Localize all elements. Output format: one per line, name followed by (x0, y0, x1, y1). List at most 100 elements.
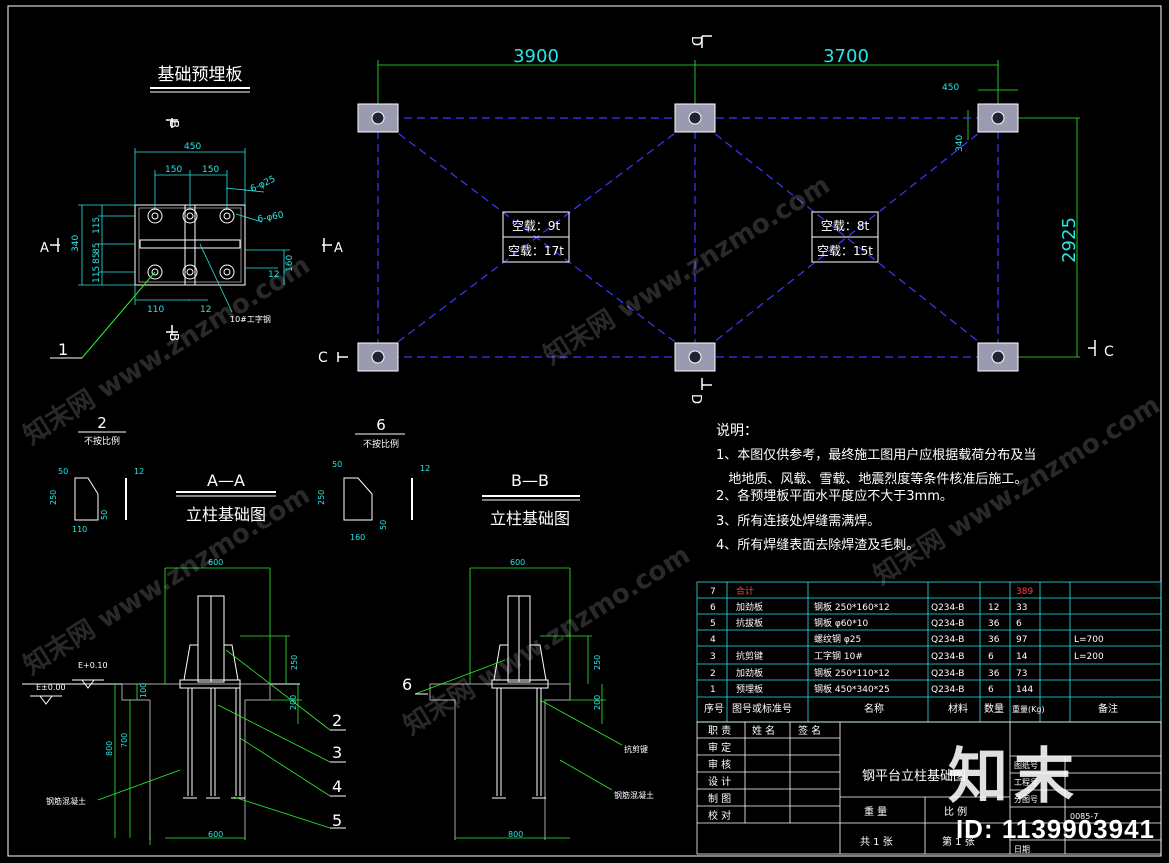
bom-cell-name: 预埋板 (736, 683, 763, 695)
part2-dim-50: 50 (58, 467, 68, 476)
section-aa-subtitle: 立柱基础图 (186, 505, 266, 524)
section-mark-b-bottom: B (167, 333, 181, 341)
aa-dim-top600: 600 (208, 558, 223, 567)
tb-role-review: 审 核 (708, 758, 731, 771)
bom-header-weight: 重量(Kg) (1012, 704, 1045, 714)
plate-top-right (977, 103, 1019, 133)
bom-cell-no: 5 (710, 619, 716, 629)
aa-dim-200: 200 (289, 695, 298, 710)
section-aa-title: A—A (207, 471, 245, 490)
bom-cell-name: 加劲板 (736, 667, 763, 679)
bb-dim-top600: 600 (510, 558, 525, 567)
notes-title: 说明： (716, 423, 758, 439)
plan-dim-right: 3700 (823, 46, 869, 67)
plan-dim-height: 2925 (1059, 217, 1080, 263)
notes-line-5: 4、所有焊缝表面去除焊渣及毛刺。 (716, 537, 919, 553)
plate-outline (134, 204, 246, 286)
plan-plates (357, 103, 1019, 372)
bom-cell-material: Q234-B (931, 619, 964, 629)
bom-cell-qty: 36 (988, 619, 1000, 629)
section-mark-a-right: A (334, 241, 343, 256)
bom-header-material: 材料 (948, 702, 968, 715)
section-mark-a-left: A (40, 241, 49, 256)
plate-top-mid (674, 103, 716, 133)
section-mark-c-right: C (1104, 344, 1114, 360)
bom-cell-material: Q234-B (931, 669, 964, 679)
section-bb-title: B—B (511, 471, 549, 490)
part2-dim-110: 110 (72, 525, 87, 534)
plan-dim-340: 340 (955, 135, 965, 152)
load-left-1: 空载：9t (512, 219, 561, 233)
bom-cell-spec: 工字钢 10# (814, 650, 863, 662)
bb-dim-bot800: 800 (508, 830, 523, 839)
bom-cell-no: 4 (710, 635, 716, 645)
tb-role-check: 校 对 (708, 809, 731, 822)
tb-sheets-total: 共 1 张 (860, 836, 893, 848)
bom-cell-qty: 36 (988, 635, 1000, 645)
tb-name-header: 姓 名 (752, 724, 775, 737)
bom-header-ref: 图号或标准号 (732, 703, 792, 715)
bom-cell-qty: 12 (988, 603, 999, 613)
tb-cell-drawing-no: 图纸号 (1014, 760, 1038, 770)
leader-3: 3 (332, 743, 342, 762)
bom-header-name: 名称 (864, 702, 884, 715)
part6-dim-160: 160 (350, 533, 365, 542)
aa-dim-100: 100 (139, 683, 148, 698)
dim-115b: 115 (92, 266, 102, 283)
aa-dim-700: 700 (120, 733, 129, 748)
bom-cell-weight: 6 (1016, 619, 1022, 629)
bom-cell-material: Q234-B (931, 603, 964, 613)
title-block: 职 责 姓 名 签 名 审 定 审 核 设 计 制 图 校 对 钢平台立柱基础图… (696, 721, 1162, 855)
load-right-1: 空载：8t (821, 219, 870, 233)
bom-cell-no: 7 (710, 587, 716, 597)
tb-drawing-title: 钢平台立柱基础图 (862, 769, 966, 784)
plate-bottom-mid (674, 342, 716, 372)
bom-cell-material: Q234-B (931, 635, 964, 645)
section-bb-view: 600 800 250 200 抗剪键 钢筋混凝土 6 (402, 558, 654, 840)
notes-line-3: 2、各预埋板平面水平度应不大于3mm。 (716, 488, 953, 504)
dim-150a: 150 (165, 165, 182, 175)
plan-dim-left: 3900 (513, 46, 559, 67)
bb-dim-250: 250 (593, 655, 602, 670)
leader-5: 5 (332, 811, 342, 830)
bom-cell-spec: 钢板 250*110*12 (814, 667, 890, 679)
dim-160: 160 (285, 255, 295, 272)
bom-cell-name: 加劲板 (736, 601, 763, 613)
plate-bottom-left (357, 342, 399, 372)
bom-cell-name: 合计 (736, 585, 754, 597)
notes-line-1: 1、本图仅供参考，最终施工图用户应根据载荷分布及当 (716, 447, 1036, 463)
part6-dim-50b: 50 (379, 520, 388, 530)
bom-cell-no: 6 (710, 603, 716, 613)
embedded-plate-detail: 基础预埋板 (40, 65, 343, 359)
bom-cell-weight: 73 (1016, 669, 1027, 679)
leader-2: 2 (332, 711, 342, 730)
dim-85b: 85 (92, 253, 102, 264)
notes-line-4: 3、所有连接处焊缝需满焊。 (716, 513, 880, 529)
bom-cell-spec: 螺纹钢 φ25 (814, 633, 861, 645)
aa-dim-bot600: 600 (208, 830, 223, 839)
bom-cell-no: 2 (710, 669, 716, 679)
bom-cell-spec: 钢板 250*160*12 (814, 601, 890, 613)
section-mark-d-bottom: D (688, 394, 703, 404)
aa-dim-800: 800 (105, 741, 114, 756)
part2-dim-50b: 50 (100, 510, 109, 520)
bom-cell-material: Q234-B (931, 652, 964, 662)
section-bb-subtitle: 立柱基础图 (490, 509, 570, 528)
bom-cell-spec: 钢板 450*340*25 (814, 683, 890, 695)
bom-cell-weight: 33 (1016, 603, 1027, 613)
bom-cell-qty: 6 (988, 685, 994, 695)
load-box-right: 空载：8t 空载：15t (811, 211, 879, 263)
dim-150b: 150 (202, 165, 219, 175)
bom-cell-remark: L=200 (1074, 652, 1104, 662)
section-mark-b-top: B (167, 120, 181, 128)
dim-340: 340 (71, 235, 81, 252)
tb-sign-header: 签 名 (798, 724, 821, 737)
bom-cell-qty: 36 (988, 669, 1000, 679)
dim-85a: 85 (92, 243, 102, 254)
part-6-detail: 6 不按比例 50 12 250 160 50 (317, 416, 430, 542)
bom-cell-qty: 6 (988, 652, 994, 662)
id-label: ID: 1139903941 (955, 814, 1155, 844)
plate-top-left (357, 103, 399, 133)
tb-sheet-no: 第 1 张 (942, 835, 975, 848)
